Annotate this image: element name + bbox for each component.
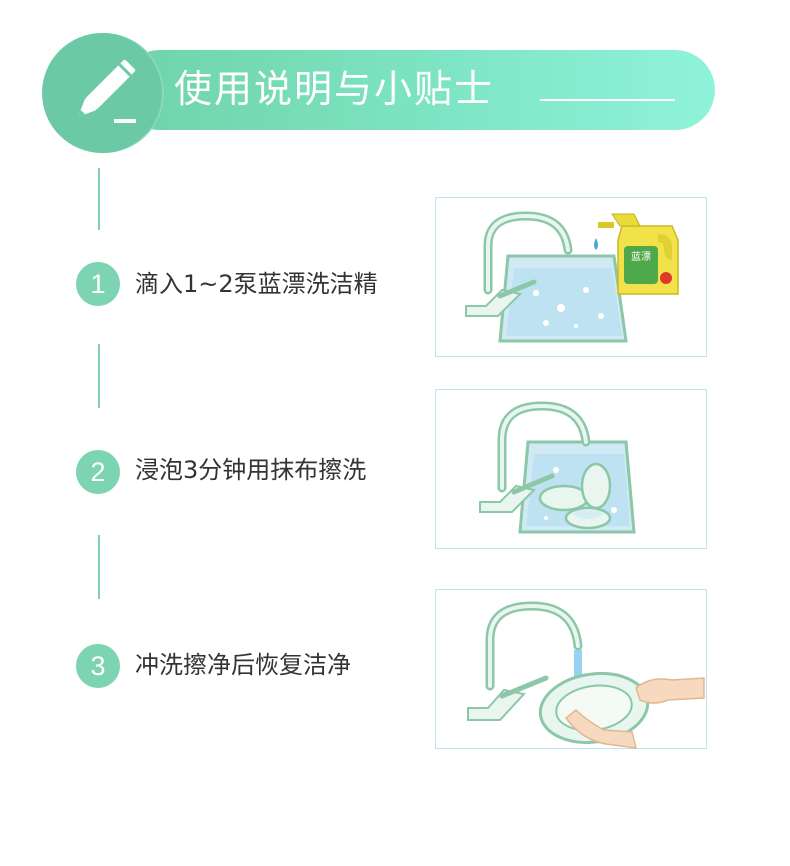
step-text-1: 滴入1~2泵蓝漂洗洁精 xyxy=(135,270,378,298)
title-underline xyxy=(540,99,675,101)
page-title: 使用说明与小贴士 xyxy=(174,67,495,111)
step-illustration-3 xyxy=(435,589,707,749)
header-banner xyxy=(120,50,715,130)
step-illustration-1: 蓝漂 xyxy=(435,197,707,357)
detergent-bottle-icon: 蓝漂 xyxy=(598,213,679,295)
timeline-segment xyxy=(98,535,100,599)
svg-text:蓝漂: 蓝漂 xyxy=(631,251,651,263)
header-badge xyxy=(42,33,162,153)
step-number-1: 1 xyxy=(76,262,120,306)
pencil-icon xyxy=(77,59,136,123)
step-text-3: 冲洗擦净后恢复洁净 xyxy=(135,651,351,679)
timeline-segment xyxy=(98,168,100,230)
timeline-segment xyxy=(98,344,100,408)
step-illustration-2 xyxy=(435,389,707,549)
step-number-3: 3 xyxy=(76,644,120,688)
step-number-2: 2 xyxy=(76,450,120,494)
step-text-2: 浸泡3分钟用抹布擦洗 xyxy=(135,456,367,484)
